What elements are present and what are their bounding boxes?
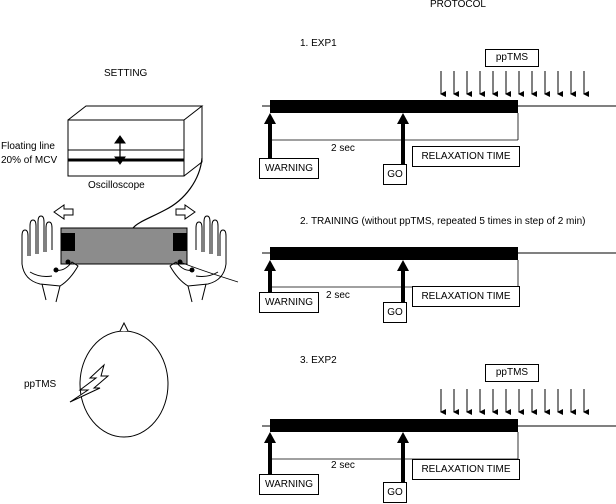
left-sensor-pad: [61, 233, 75, 251]
training-warning-box: WARNING: [259, 292, 319, 313]
training-go-box: GO: [383, 302, 407, 323]
exp1-relaxation-box: RELAXATION TIME: [412, 146, 520, 167]
exp1-timeline: [262, 100, 616, 141]
exp1-go-box: GO: [383, 164, 407, 185]
exp1-pulse-arrows: [440, 71, 589, 97]
setting-title: SETTING: [104, 68, 148, 79]
right-hand: [169, 215, 239, 303]
exp2-pulse-arrows: [440, 389, 589, 415]
exp1-warning-box: WARNING: [259, 158, 319, 179]
electrode-dots: [53, 259, 195, 273]
left-hand: [21, 215, 79, 303]
push-arrow-left-icon: [53, 204, 74, 220]
exp2-go-arrow: [397, 432, 409, 482]
push-arrow-right-icon: [175, 204, 196, 220]
training-go-arrow: [397, 260, 409, 302]
exp2-heading: 3. EXP2: [300, 355, 337, 366]
double-arrow-icon: [114, 135, 126, 165]
exp1-heading: 1. EXP1: [300, 38, 337, 49]
training-heading: 2. TRAINING (without ppTMS, repeated 5 t…: [300, 216, 586, 227]
exp2-interval-label: 2 sec: [331, 460, 355, 471]
exp1-pptms-box: ppTMS: [485, 49, 539, 67]
oscilloscope-device: [67, 105, 204, 177]
exp2-warning-box: WARNING: [259, 474, 319, 495]
exp2-timeline: [262, 419, 616, 460]
training-relaxation-box: RELAXATION TIME: [412, 286, 520, 307]
exp1-warning-arrow: [264, 113, 276, 158]
lightning-icon: [69, 363, 110, 403]
exp2-pptms-box: ppTMS: [485, 364, 539, 382]
exp2-go-box: GO: [383, 482, 407, 503]
training-warning-arrow: [264, 260, 276, 292]
pptms-head-label: ppTMS: [24, 379, 57, 390]
mcv-label: 20% of MCV: [1, 155, 58, 166]
exp1-go-arrow: [397, 113, 409, 164]
exp2-warning-arrow: [264, 432, 276, 474]
floating-line-label: Floating line: [1, 141, 55, 152]
signal-cable: [132, 157, 203, 229]
training-interval-label: 2 sec: [326, 290, 350, 301]
force-sensor-bar: [60, 227, 188, 265]
training-timeline: [262, 247, 616, 288]
exp2-relaxation-box: RELAXATION TIME: [412, 459, 520, 480]
right-sensor-pad: [173, 233, 187, 251]
protocol-title: PROTOCOL: [430, 0, 486, 10]
oscilloscope-label: Oscilloscope: [88, 180, 145, 191]
exp1-interval-label: 2 sec: [331, 143, 355, 154]
nose-icon: [119, 321, 129, 332]
